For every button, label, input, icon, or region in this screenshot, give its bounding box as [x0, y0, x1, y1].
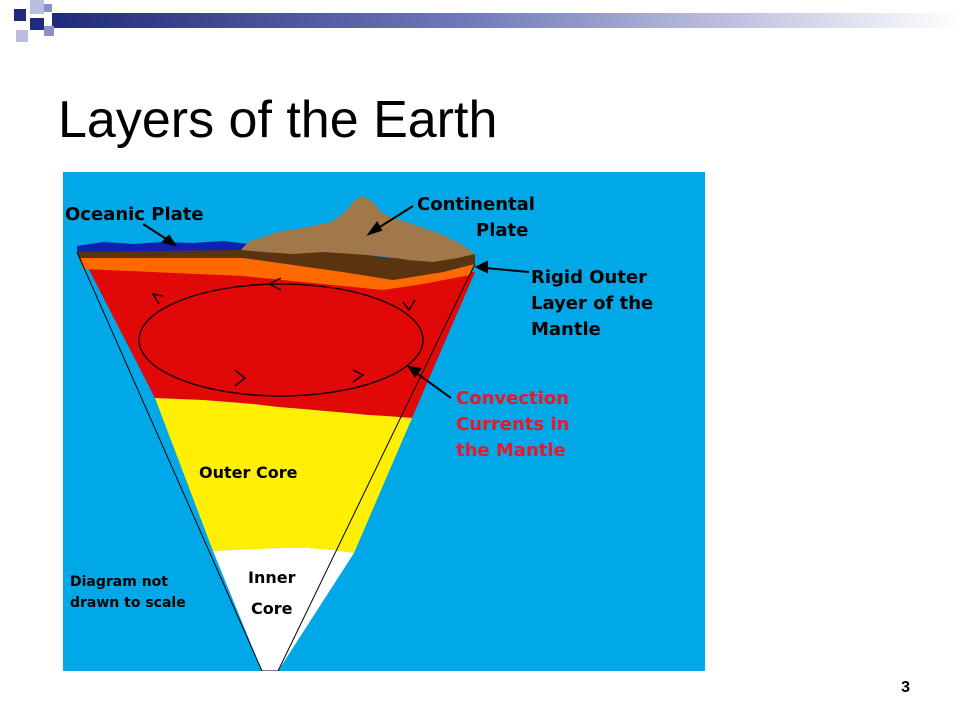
convection-arrowhead: [267, 277, 282, 291]
header-decoration: [14, 0, 960, 42]
header-square: [30, 18, 44, 30]
earth-layers-diagram: Oceanic Plate Continental Plate Rigid Ou…: [63, 172, 705, 671]
continental-plate-label: Continental: [417, 194, 535, 215]
header-square: [44, 26, 54, 36]
slide-title: Layers of the Earth: [58, 91, 498, 149]
continental-plate: [241, 196, 475, 262]
inner-core-layer: [213, 548, 354, 671]
wedge-outline: [76, 251, 476, 671]
convection-arrowhead: [402, 299, 416, 312]
convection-arrowhead: [352, 369, 365, 383]
convection-arrowhead: [234, 369, 247, 387]
oceanic-plate: [77, 241, 248, 252]
slide-number: 3: [901, 679, 910, 696]
continental-plate-label: Plate: [476, 220, 528, 241]
rigid-outer-layer-arrow: [474, 260, 530, 274]
convection-currents-label: the Mantle: [456, 440, 566, 461]
convection-arrow: [406, 365, 452, 399]
scale-note: Diagram not: [70, 574, 168, 590]
oceanic-plate-label: Oceanic Plate: [65, 204, 204, 225]
convection-currents-label: Convection: [456, 388, 569, 409]
rigid-outer-layer: [79, 256, 475, 290]
oceanic-plate-arrow: [142, 223, 178, 247]
header-square: [44, 4, 52, 12]
rigid-outer-layer-label: Layer of the: [531, 293, 653, 314]
inner-core-label: Core: [251, 599, 293, 618]
header-square: [16, 30, 28, 42]
outer-core-layer: [155, 398, 412, 553]
continental-plate-arrow: [366, 205, 414, 236]
convection-arrowhead: [151, 292, 164, 305]
header-square: [30, 0, 44, 14]
scale-note: drawn to scale: [70, 595, 186, 611]
outer-core-label: Outer Core: [199, 463, 298, 482]
rigid-outer-layer-label: Rigid Outer: [531, 267, 647, 288]
header-square: [14, 9, 26, 21]
inner-core-label: Inner: [248, 568, 296, 587]
crust-layer: [77, 246, 475, 280]
convection-current-loop: [138, 283, 424, 397]
rigid-outer-layer-label: Mantle: [531, 319, 601, 340]
convection-currents-label: Currents in: [456, 414, 569, 435]
header-gradient-bar: [52, 13, 960, 28]
